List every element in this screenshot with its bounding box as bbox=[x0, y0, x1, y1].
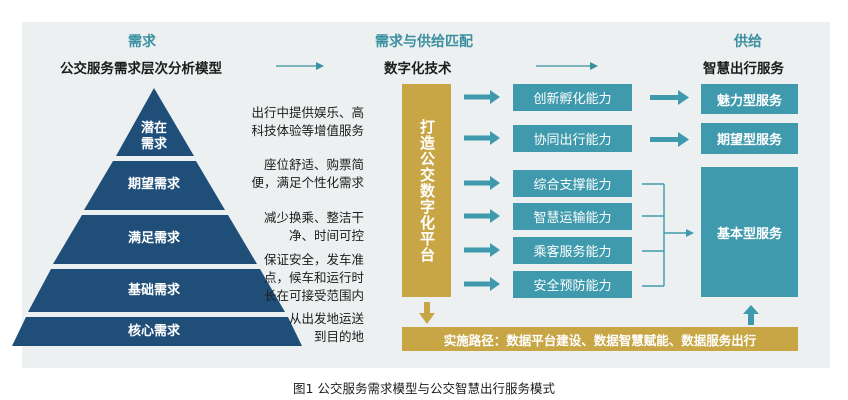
pyramid-label-satisfied: 满足需求 bbox=[127, 231, 180, 246]
platform-to-capability-arrow-5 bbox=[464, 243, 500, 257]
pyramid-level-1 bbox=[116, 88, 194, 156]
pyramid-level-5 bbox=[12, 317, 302, 346]
pyramid-label-core: 核心需求 bbox=[127, 324, 180, 339]
description-satisfied: 减少换乘、整洁干 净、时间可控 bbox=[263, 210, 364, 243]
capability-innovation-incubation: 创新孵化能力 bbox=[513, 84, 632, 111]
platform-to-capability-arrow-2 bbox=[464, 131, 500, 145]
arrow-collaborative-to-expected bbox=[650, 132, 689, 147]
platform-to-capability-arrow-3 bbox=[464, 176, 500, 190]
description-expected: 座位舒适、购票简 便，满足个性化需求 bbox=[251, 157, 364, 190]
demand-header: 需求 bbox=[128, 34, 156, 50]
figure-caption: 图1 公交服务需求模型与公交智慧出行服务模式 bbox=[293, 381, 555, 396]
platform-down-arrow bbox=[419, 302, 435, 324]
description-core: 从出发地运送 到目的地 bbox=[288, 311, 364, 344]
match-header: 需求与供给匹配 bbox=[375, 34, 473, 50]
pyramid-label-potential: 潜在 需求 bbox=[140, 121, 167, 152]
arrow-innovation-to-charm bbox=[650, 90, 689, 105]
platform-to-capability-arrow-4 bbox=[464, 209, 500, 223]
demand-subtitle: 公交服务需求层次分析模型 bbox=[60, 61, 222, 77]
supply-subtitle: 智慧出行服务 bbox=[703, 61, 784, 77]
pyramid-level-3 bbox=[53, 215, 257, 264]
description-potential: 出行中提供娱乐、高 科技体验等增值服务 bbox=[251, 105, 364, 138]
header-arrow-right bbox=[536, 62, 598, 70]
implementation-path-bar: 实施路径：数据平台建设、数据智慧赋能、数据服务出行 bbox=[402, 327, 798, 351]
bracket-arrowhead bbox=[686, 229, 694, 237]
service-charm: 魅力型服务 bbox=[701, 84, 798, 114]
capability-bracket bbox=[642, 183, 688, 287]
platform-to-capability-arrow-1 bbox=[464, 90, 500, 104]
match-subtitle: 数字化技术 bbox=[384, 61, 452, 77]
capability-comprehensive-support: 综合支撑能力 bbox=[513, 170, 632, 197]
capability-passenger-service: 乘客服务能力 bbox=[513, 237, 632, 264]
basic-service-up-arrow bbox=[743, 305, 759, 325]
capability-safety-prevention: 安全预防能力 bbox=[513, 271, 632, 298]
digital-platform-label: 打造公交数字化平台 bbox=[418, 118, 436, 263]
description-basic: 保证安全，发车准 点，候车和运行时 长在可接受范围内 bbox=[263, 252, 364, 303]
pyramid-label-expected: 期望需求 bbox=[127, 177, 180, 192]
capability-smart-transport: 智慧运输能力 bbox=[513, 203, 632, 230]
pyramid-label-basic: 基础需求 bbox=[127, 283, 180, 298]
service-basic: 基本型服务 bbox=[701, 167, 798, 297]
capability-collaborative-travel: 协同出行能力 bbox=[513, 125, 632, 152]
pyramid-level-2 bbox=[84, 161, 225, 210]
header-arrow-left bbox=[276, 62, 324, 70]
digital-platform-box: 打造公交数字化平台 bbox=[402, 84, 451, 297]
pyramid-level-4 bbox=[28, 269, 285, 312]
platform-to-capability-arrow-6 bbox=[464, 277, 500, 291]
supply-header: 供给 bbox=[734, 34, 762, 50]
service-expected: 期望型服务 bbox=[701, 123, 798, 154]
demand-pyramid bbox=[12, 88, 302, 346]
